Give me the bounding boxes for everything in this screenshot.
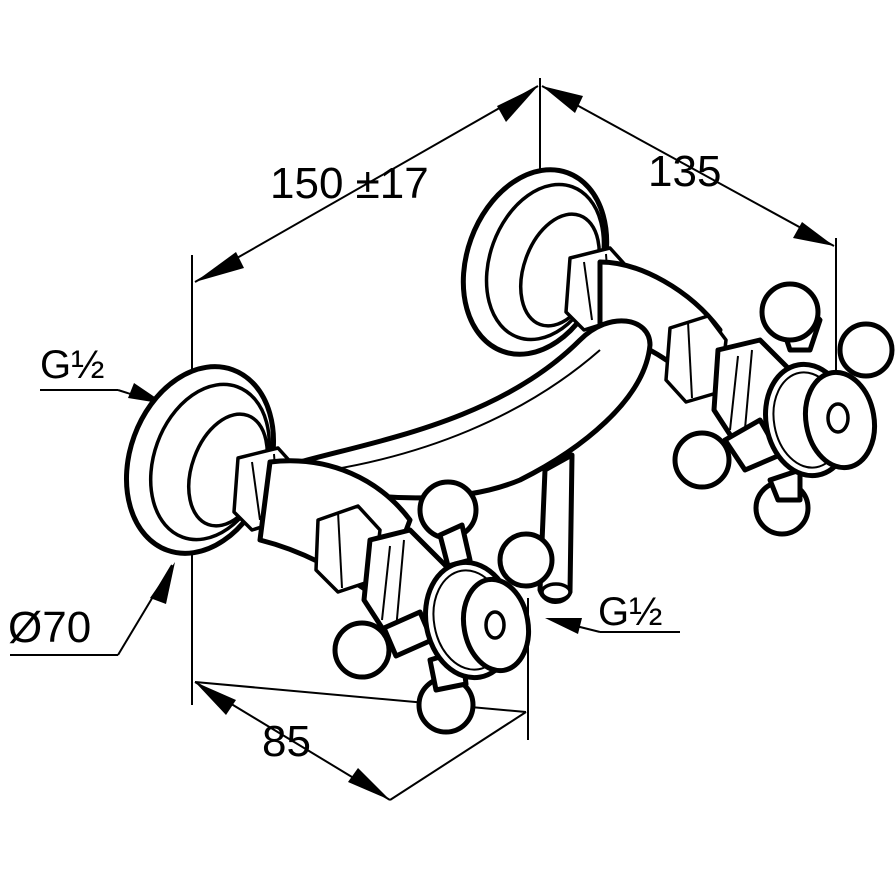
dimension-85-label: 85 (262, 717, 311, 766)
faucet-body (123, 167, 895, 735)
thread-left-label: G½ (40, 343, 104, 387)
diameter-70-label: Ø70 (8, 603, 91, 652)
thread-right-label: G½ (598, 590, 662, 634)
dimension-150-label: 150 ±17 (270, 159, 429, 208)
left-valve (314, 479, 555, 735)
dimension-arrowheads (128, 86, 834, 800)
dimension-135-label: 135 (648, 147, 721, 196)
right-valve (664, 281, 895, 537)
